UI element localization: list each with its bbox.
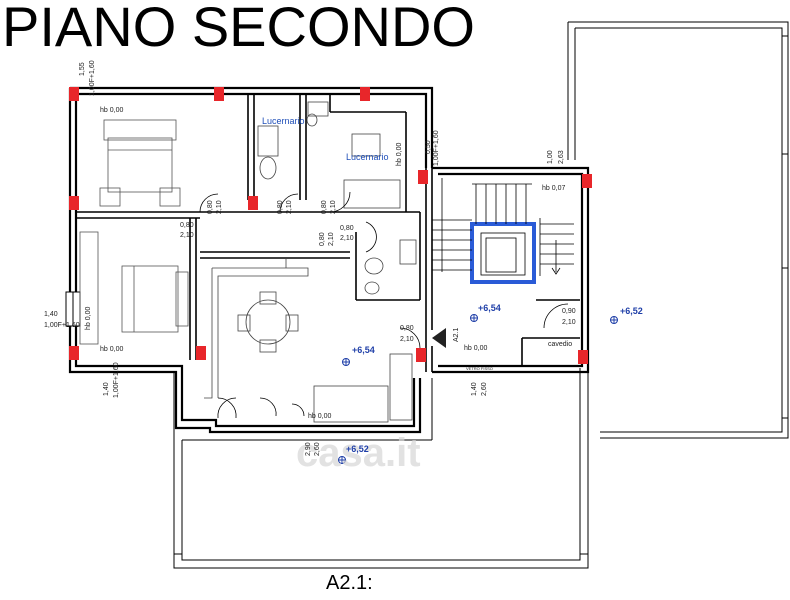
dim-d1a: 0,80 <box>180 222 194 229</box>
dim-bl-a: 1,40 <box>103 382 110 396</box>
dim-bath-win-a: 0,50 <box>425 140 432 154</box>
dim-left-b: 1,00F+1,60 <box>44 322 80 329</box>
bed-bottom <box>121 265 189 333</box>
door-swings <box>199 191 569 419</box>
hb-bath: hb 0,00 <box>396 143 403 166</box>
red-markers <box>69 87 592 364</box>
outer-walls <box>68 86 590 434</box>
dim-bl-b: 1,00F+1,60 <box>113 362 120 398</box>
bed-top <box>99 119 181 207</box>
dim-d4b: 2,10 <box>286 200 293 214</box>
dim-d6b: 2,10 <box>328 232 335 246</box>
skylight-label-2: Lucernario <box>346 152 389 162</box>
dim-d4a: 0,80 <box>277 200 284 214</box>
dining-table <box>237 291 299 353</box>
dim-right-b: 2,63 <box>558 150 565 164</box>
dim-d6a: 0,80 <box>319 232 326 246</box>
staircase <box>432 178 574 276</box>
left-window <box>65 291 81 327</box>
dim-bottom-b: 2,60 <box>314 442 321 456</box>
dim-vetro-b: 1,40 <box>471 382 478 396</box>
hb-side: hb 0,00 <box>85 307 92 330</box>
elevation-stair: +6,54 <box>478 303 501 313</box>
elevation-markers <box>338 314 618 464</box>
interior-walls <box>76 94 580 372</box>
dim-bottom-a: 2,90 <box>305 442 312 456</box>
dim-door-stair-b: 2,10 <box>400 336 414 343</box>
hb-mid: hb 0,00 <box>464 345 487 352</box>
dim-door-right-a: 0,90 <box>562 308 576 315</box>
dim-bath-win-b: 1,00F+1,60 <box>433 130 440 166</box>
bottom-terrace <box>173 368 589 569</box>
section-footer-label: A2.1: <box>326 572 373 594</box>
elevation-right-terrace: +6,52 <box>620 306 643 316</box>
dim-d3a: 0,80 <box>207 200 214 214</box>
page-title: PIANO SECONDO <box>2 0 475 58</box>
cavedio-label: cavedio <box>548 341 572 348</box>
dim-vetro-c: 2,60 <box>481 382 488 396</box>
dim-d2a: 0,80 <box>340 225 354 232</box>
section-label: A2.1 <box>453 327 460 342</box>
dim-top-left-b: 1,00F+1,60 <box>89 60 96 96</box>
section-marker <box>432 328 446 348</box>
watermark: casa.it <box>296 431 421 475</box>
dim-left-a: 1,40 <box>44 311 58 318</box>
elevator-shaft <box>470 222 536 284</box>
dim-right-a: 1,00 <box>547 150 554 164</box>
dim-d5a: 0,80 <box>321 200 328 214</box>
elevation-living: +6,54 <box>352 345 375 355</box>
skylight-label-1: Lucernario <box>262 116 305 126</box>
dim-d2b: 2,10 <box>340 235 354 242</box>
elevation-bottom-terrace: +6,52 <box>346 444 369 454</box>
bathroom-fixtures <box>257 101 417 295</box>
right-terrace <box>567 21 789 439</box>
hb-kitchen: hb 0,00 <box>308 413 331 420</box>
dim-vetro: VETRO FISSO <box>466 366 493 371</box>
dim-door-right-b: 2,10 <box>562 319 576 326</box>
dim-d3b: 2,10 <box>216 200 223 214</box>
wardrobe-left <box>79 231 99 345</box>
kitchen-counter <box>204 258 309 399</box>
dim-d5b: 2,10 <box>330 200 337 214</box>
dim-d1b: 2,10 <box>180 232 194 239</box>
hb-bottom-left: hb 0,00 <box>100 346 123 353</box>
sofa <box>313 353 413 423</box>
dim-top-left-a: 1,55 <box>79 62 86 76</box>
hb-top-left: hb 0,00 <box>100 107 123 114</box>
hb-stair: hb 0,07 <box>542 185 565 192</box>
dim-door-stair-a: 0,80 <box>400 325 414 332</box>
